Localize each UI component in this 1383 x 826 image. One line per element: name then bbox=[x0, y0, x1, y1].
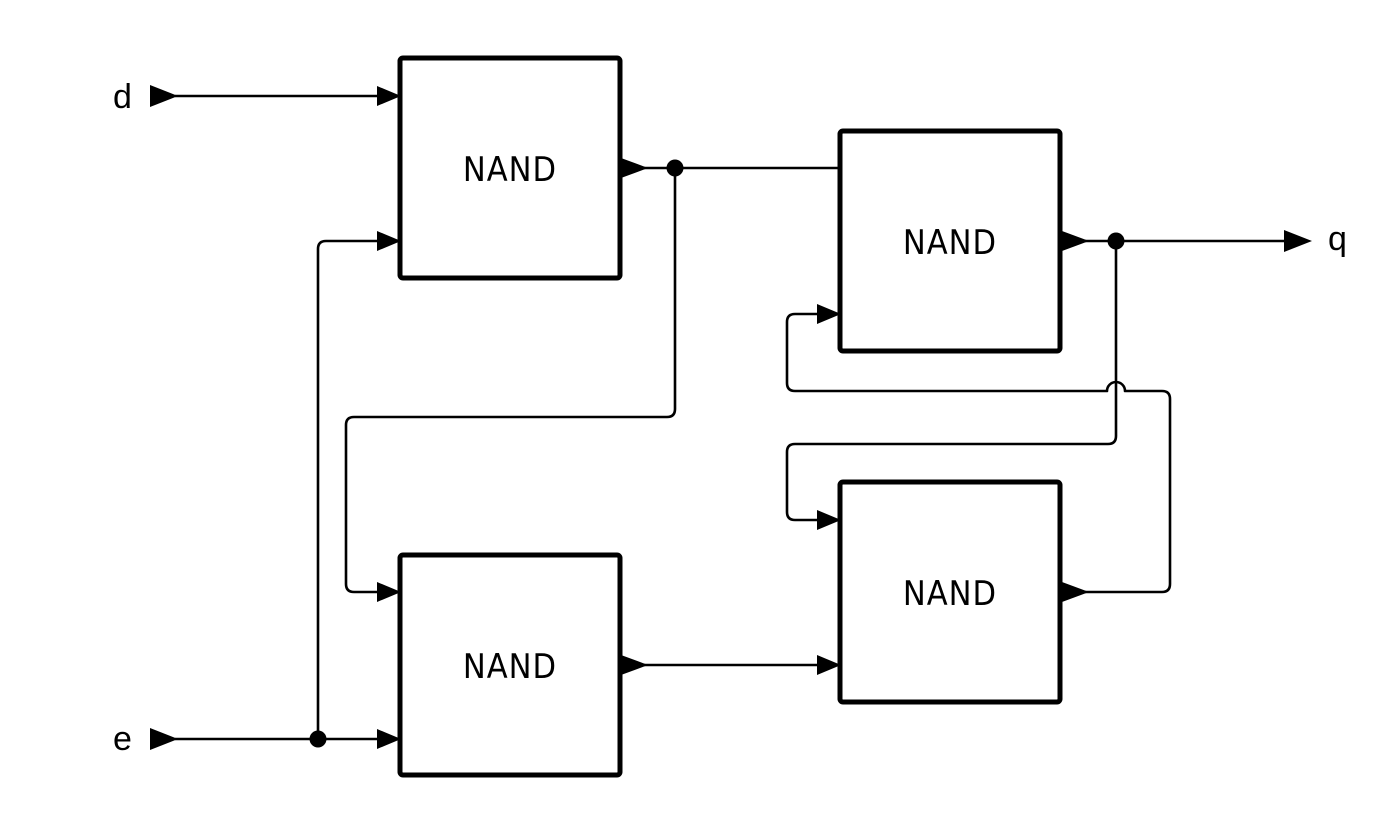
arrow-g4-out bbox=[1062, 582, 1089, 602]
gate-2-box bbox=[837, 128, 1063, 354]
wire-q-to-g4 bbox=[785, 241, 1118, 522]
gate-4: NAND bbox=[837, 479, 1063, 705]
output-label-q: q bbox=[1328, 220, 1347, 258]
wires bbox=[175, 94, 1290, 741]
arrow-g3-out bbox=[621, 655, 648, 675]
output-arrows bbox=[621, 158, 1089, 675]
arrow-g1-in-bottom bbox=[377, 231, 401, 251]
arrow-g1-in-top bbox=[377, 86, 401, 106]
junction-dot-g1-out bbox=[666, 159, 684, 177]
arrow-g3-in-bottom bbox=[377, 729, 401, 749]
wire-g1-to-g3 bbox=[344, 168, 677, 594]
arrow-g4-in-top bbox=[817, 510, 841, 530]
input-label-e: e bbox=[113, 720, 132, 758]
input-arrows bbox=[377, 86, 841, 749]
gate-1: NAND bbox=[397, 55, 623, 281]
arrow-port-q bbox=[1284, 230, 1312, 252]
input-label-d: d bbox=[113, 78, 132, 116]
arrow-port-d bbox=[150, 85, 178, 107]
gate-4-box bbox=[837, 479, 1063, 705]
gate-4-label: NAND bbox=[903, 574, 997, 614]
arrow-g4-in-bottom bbox=[817, 655, 841, 675]
wire-e-to-g1 bbox=[316, 239, 380, 739]
arrow-g3-in-top bbox=[377, 582, 401, 602]
gate-3-label: NAND bbox=[463, 647, 557, 687]
gate-1-box bbox=[397, 55, 623, 281]
arrow-g2-out bbox=[1062, 231, 1089, 251]
junction-dot-e bbox=[309, 730, 327, 748]
wire-g4-to-g2 bbox=[785, 312, 1172, 594]
gate-3: NAND bbox=[397, 552, 623, 778]
port-arrows bbox=[150, 85, 1312, 750]
arrow-g2-in-bottom bbox=[817, 304, 841, 324]
gate-1-label: NAND bbox=[463, 150, 557, 190]
junctions bbox=[309, 159, 1125, 748]
arrow-port-e bbox=[150, 728, 178, 750]
gate-3-box bbox=[397, 552, 623, 778]
junction-dot-g2-out bbox=[1107, 232, 1125, 250]
gate-2: NAND bbox=[837, 128, 1063, 354]
gate-2-label: NAND bbox=[903, 223, 997, 263]
arrow-g1-out bbox=[621, 158, 648, 178]
